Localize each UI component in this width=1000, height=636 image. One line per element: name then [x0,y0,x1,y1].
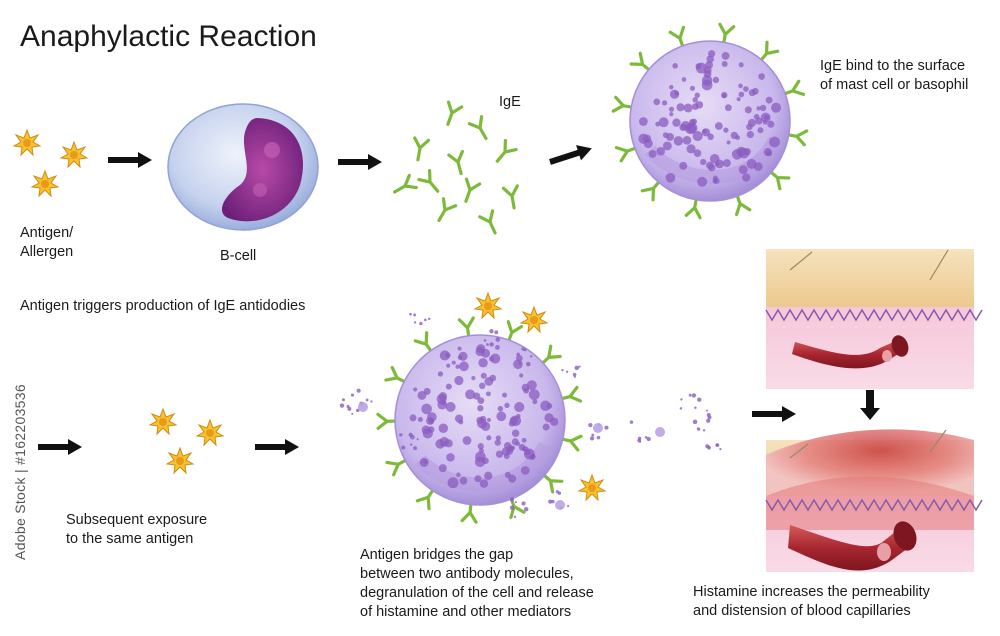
arrow-1 [108,152,152,168]
skin-cross-section-inflamed [765,429,983,572]
label-antigen-allergen: Antigen/ Allergen [20,225,74,260]
mast-cell-with-ige [611,22,809,220]
diagram-title: Anaphylactic Reaction [20,20,317,53]
skin-cross-section-normal [765,249,983,389]
caption-step-1: Antigen triggers production of IgE antid… [20,298,306,314]
label-ige: IgE [499,94,521,110]
label-histamine: Histamine increases the permeability and… [693,584,930,619]
arrow-3 [547,140,595,170]
label-b-cell: B-cell [220,248,257,264]
arrow-2 [338,154,382,170]
degranulating-mast-cell [339,292,722,524]
stock-credit: Adobe Stock | #162203536 [12,384,28,560]
ige-antibodies-cluster [389,100,523,238]
antigen-group-2 [149,408,224,474]
antigen-group-1 [13,129,88,197]
label-ige-bind: IgE bind to the surface of mast cell or … [820,58,969,93]
label-bridges-gap: Antigen bridges the gap between two anti… [360,547,594,620]
label-subsequent-exposure: Subsequent exposure to the same antigen [66,512,208,547]
arrow-4 [38,439,82,455]
arrow-5 [255,439,299,455]
b-cell-illustration [167,103,319,231]
arrow-6 [752,406,796,422]
arrow-down [860,390,880,420]
